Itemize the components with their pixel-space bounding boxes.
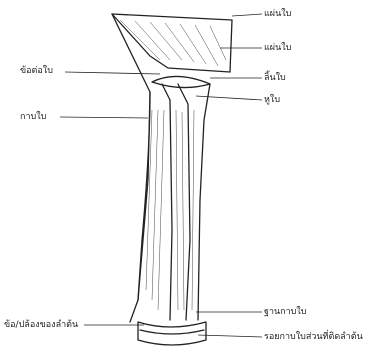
label-ligule: ลิ้นใบ — [264, 73, 286, 84]
label-sheath-base: ฐานกาบใบ — [264, 307, 307, 318]
label-node: ข้อ/ปล้องของลำต้น — [4, 320, 78, 331]
label-leaf-blade: แผ่นใบ — [264, 43, 291, 54]
label-sheath-scar: รอยกาบใบส่วนที่ติดลำต้น — [264, 332, 363, 343]
left-sheath — [112, 14, 150, 322]
label-leaf-sheath: กาบใบ — [20, 112, 46, 123]
label-leaf-blade-top: แผ่นใบ — [264, 9, 291, 20]
right-sheath — [198, 84, 210, 320]
ligule-ring — [152, 76, 210, 87]
label-auricle: หูใบ — [264, 95, 280, 106]
upper-leaf-blade — [112, 14, 232, 72]
label-leaf-collar: ข้อต่อใบ — [20, 66, 53, 77]
